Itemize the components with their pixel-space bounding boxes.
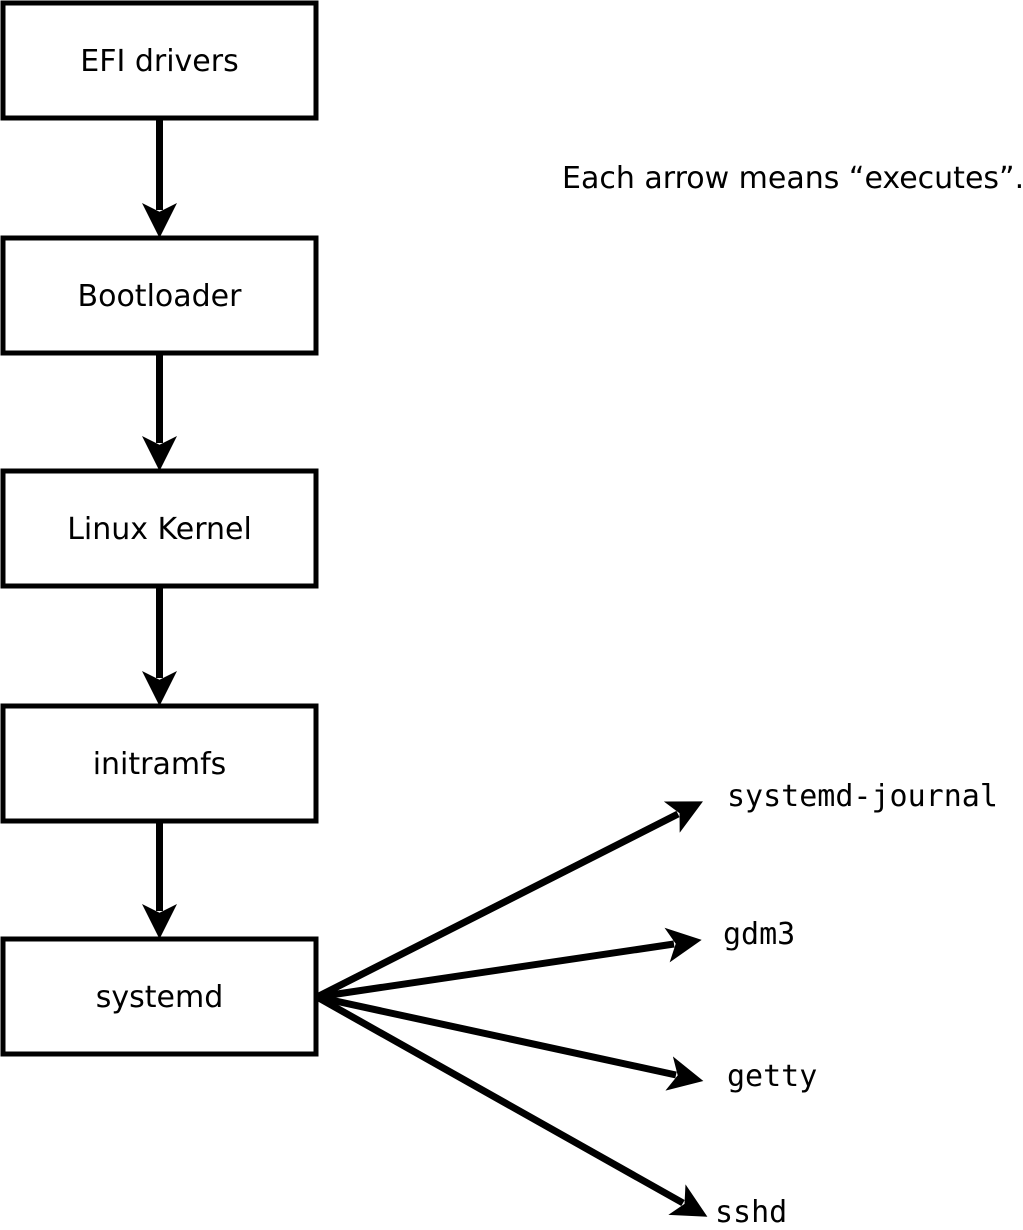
box-systemd-rect (0, 936, 319, 1057)
box-bootloader: Bootloader (0, 235, 319, 356)
box-efi-drivers-rect (0, 0, 319, 121)
box-initramfs-label: initramfs (93, 747, 227, 782)
arrow-systemd-to-getty (316, 993, 704, 1091)
spawn-arrows (315, 801, 708, 1217)
spawned-label-systemd-journal: systemd-journal (727, 779, 998, 814)
box-efi-drivers: EFI drivers (0, 0, 319, 121)
arrow-meaning-note: Each arrow means “executes”. (562, 161, 1023, 196)
box-bootloader-rect (0, 235, 319, 356)
spawned-process-labels: systemd-journal gdm3 getty sshd (715, 779, 998, 1230)
box-bootloader-label: Bootloader (78, 279, 243, 314)
arrow-systemd-to-gdm3 (316, 927, 702, 1001)
box-linux-kernel-rect (0, 468, 319, 589)
box-systemd-label: systemd (96, 980, 224, 1015)
spawned-label-getty: getty (727, 1059, 817, 1094)
box-systemd: systemd (0, 936, 319, 1057)
box-efi-drivers-label: EFI drivers (80, 44, 238, 79)
boot-chain: EFI drivers Bootloader Linux Kernel init… (0, 0, 319, 1057)
box-initramfs: initramfs (0, 703, 319, 824)
spawned-label-sshd: sshd (715, 1195, 787, 1230)
box-linux-kernel-label: Linux Kernel (67, 512, 252, 547)
spawned-label-gdm3: gdm3 (723, 917, 795, 952)
box-linux-kernel: Linux Kernel (0, 468, 319, 589)
box-initramfs-rect (0, 703, 319, 824)
arrow-systemd-to-sshd (315, 993, 708, 1217)
arrow-systemd-to-systemd-journal (315, 801, 703, 1001)
